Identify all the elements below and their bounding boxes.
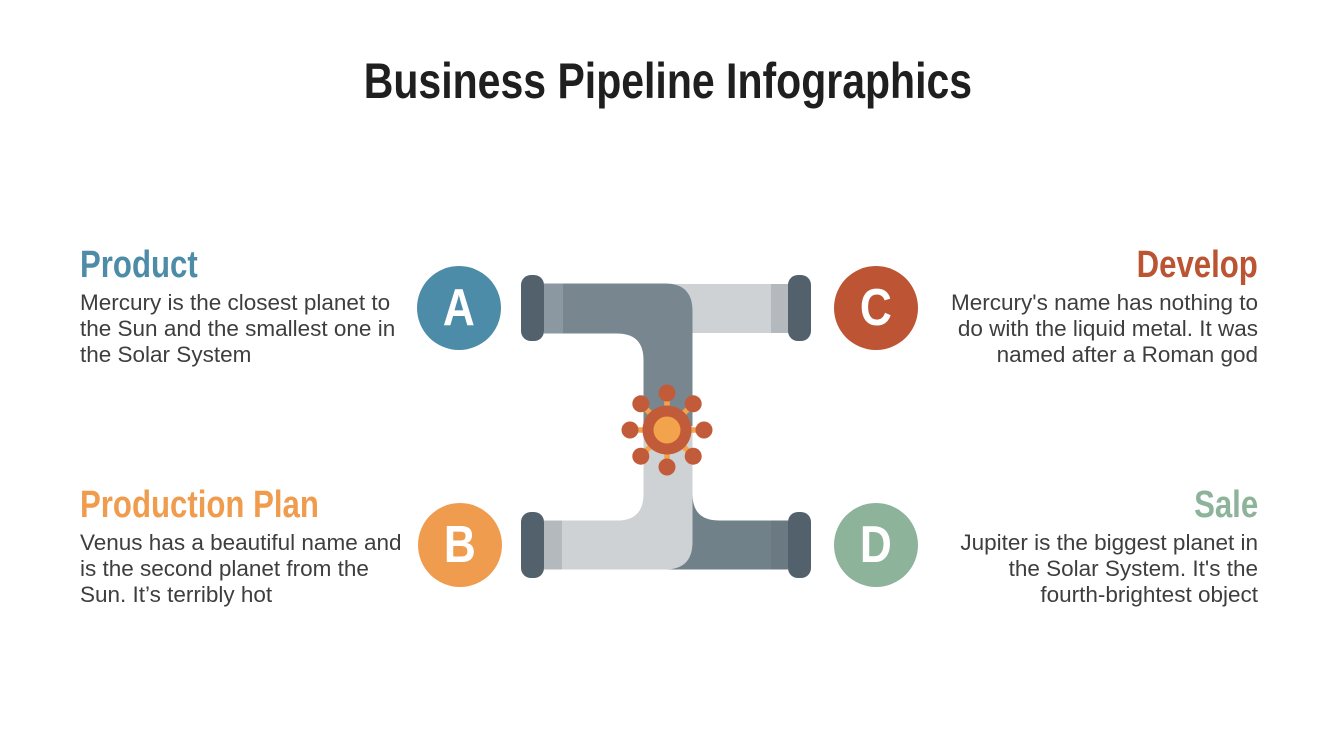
node-badge-a: A	[417, 266, 501, 350]
pipe-dark-top-left-icon	[544, 283, 693, 426]
section-heading-sale: Sale	[1193, 484, 1258, 526]
page-title: Business Pipeline Infographics	[363, 53, 973, 109]
node-badge-d: D	[834, 503, 918, 587]
section-text-develop: Mercury's name has nothing to do with th…	[951, 290, 1258, 367]
pipe-flange-top-right-icon	[788, 275, 811, 341]
section-production-plan: Production Plan Venus has a beautiful na…	[80, 484, 424, 608]
section-text-sale: Jupiter is the biggest planet in the Sol…	[960, 530, 1258, 607]
node-badge-c: C	[834, 266, 918, 350]
pipe-flange-bottom-right-icon	[788, 512, 811, 578]
section-heading-production-plan: Production Plan	[80, 484, 319, 526]
section-product: Product Mercury is the closest planet to…	[80, 244, 424, 368]
valve-icon	[621, 384, 713, 476]
pipe-flange-bottom-left-icon	[521, 512, 544, 578]
pipe-flange-top-left-icon	[521, 275, 544, 341]
section-develop: Develop Mercury's name has nothing to do…	[914, 244, 1258, 368]
section-text-product: Mercury is the closest planet to the Sun…	[80, 290, 396, 367]
node-badge-b: B	[418, 503, 502, 587]
section-heading-develop: Develop	[1136, 244, 1258, 286]
pipe-flanges	[521, 275, 811, 578]
section-text-production-plan: Venus has a beautiful name and is the se…	[80, 530, 402, 607]
section-heading-product: Product	[80, 244, 198, 286]
pipe-light-bottom-left-icon	[544, 420, 693, 570]
section-sale: Sale Jupiter is the biggest planet in th…	[914, 484, 1258, 608]
pipeline-graphic	[521, 275, 811, 578]
